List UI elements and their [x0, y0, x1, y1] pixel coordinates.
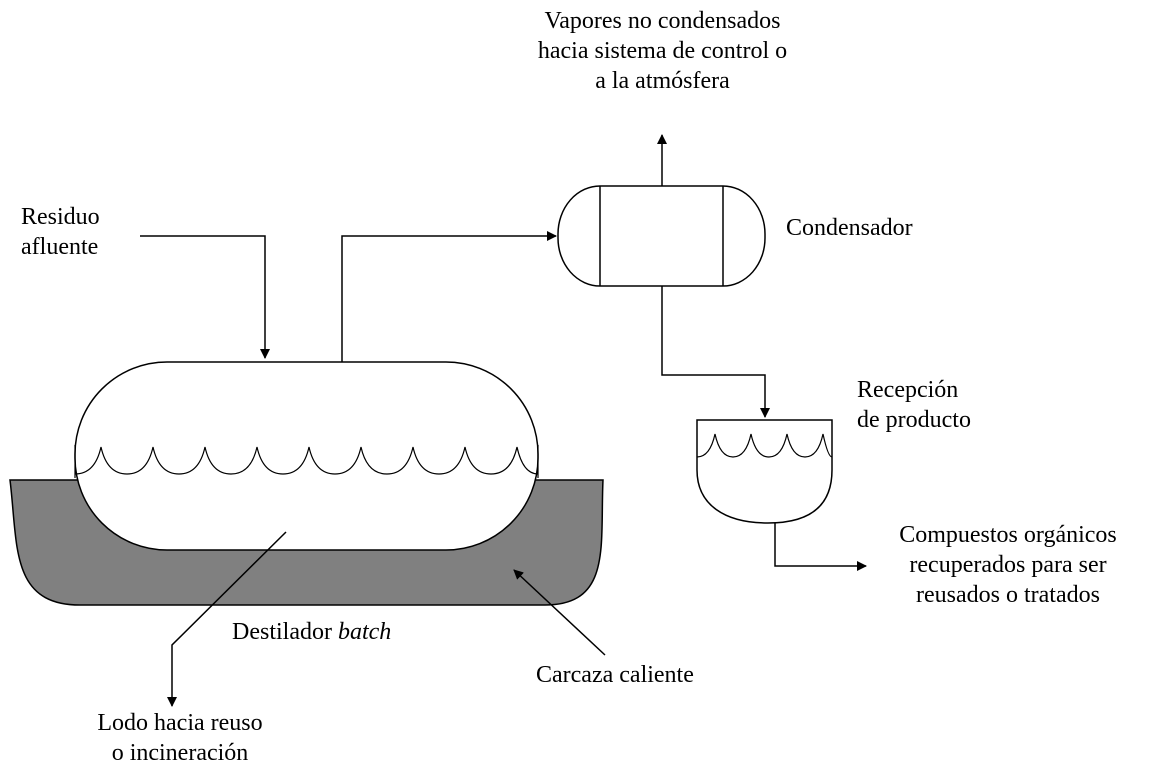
- jacket-leader-arrow: [513, 569, 606, 656]
- sludge-line: [167, 531, 287, 707]
- label-recepcion: Recepción de producto: [857, 375, 971, 435]
- label-residuo: Residuo afluente: [21, 202, 100, 262]
- label-recepcion-line1: Recepción: [857, 377, 959, 403]
- label-vapores-line2: hacia sistema de control o: [537, 38, 788, 64]
- condensate-line: [661, 286, 770, 418]
- label-vapores: Vapores no condensados hacia sistema de …: [470, 6, 855, 96]
- label-condensador-text: Condensador: [786, 215, 913, 241]
- label-condensador: Condensador: [786, 213, 913, 243]
- product-outlet-line: [774, 523, 867, 571]
- label-compuestos-line3: reusados o tratados: [916, 582, 1100, 608]
- label-residuo-line1: Residuo: [21, 204, 100, 230]
- label-carcaza: Carcaza caliente: [536, 660, 694, 690]
- label-compuestos: Compuestos orgánicos recuperados para se…: [868, 520, 1148, 610]
- product-receiver: [696, 419, 833, 524]
- still-liquid-surface: [74, 446, 539, 475]
- label-recepcion-line2: de producto: [857, 407, 971, 433]
- vapor-line: [341, 231, 557, 362]
- label-destilador-text: Destilador: [232, 619, 338, 645]
- condenser: [557, 185, 766, 287]
- label-vapores-line1: Vapores no condensados: [544, 8, 781, 34]
- label-lodo: Lodo hacia reuso o incineración: [50, 708, 310, 768]
- feed-line: [140, 235, 270, 359]
- label-residuo-line2: afluente: [21, 234, 99, 260]
- label-destilador: Destilador batch: [232, 617, 391, 647]
- receiver-liquid-surface: [696, 433, 833, 458]
- label-carcaza-text: Carcaza caliente: [536, 662, 694, 688]
- label-compuestos-line2: recuperados para ser: [909, 552, 1107, 578]
- label-destilador-italic: batch: [337, 619, 392, 645]
- label-compuestos-line1: Compuestos orgánicos: [899, 522, 1117, 548]
- label-lodo-line1: Lodo hacia reuso: [97, 710, 263, 736]
- label-lodo-line2: o incineración: [111, 740, 249, 766]
- label-vapores-line3: a la atmósfera: [595, 68, 730, 94]
